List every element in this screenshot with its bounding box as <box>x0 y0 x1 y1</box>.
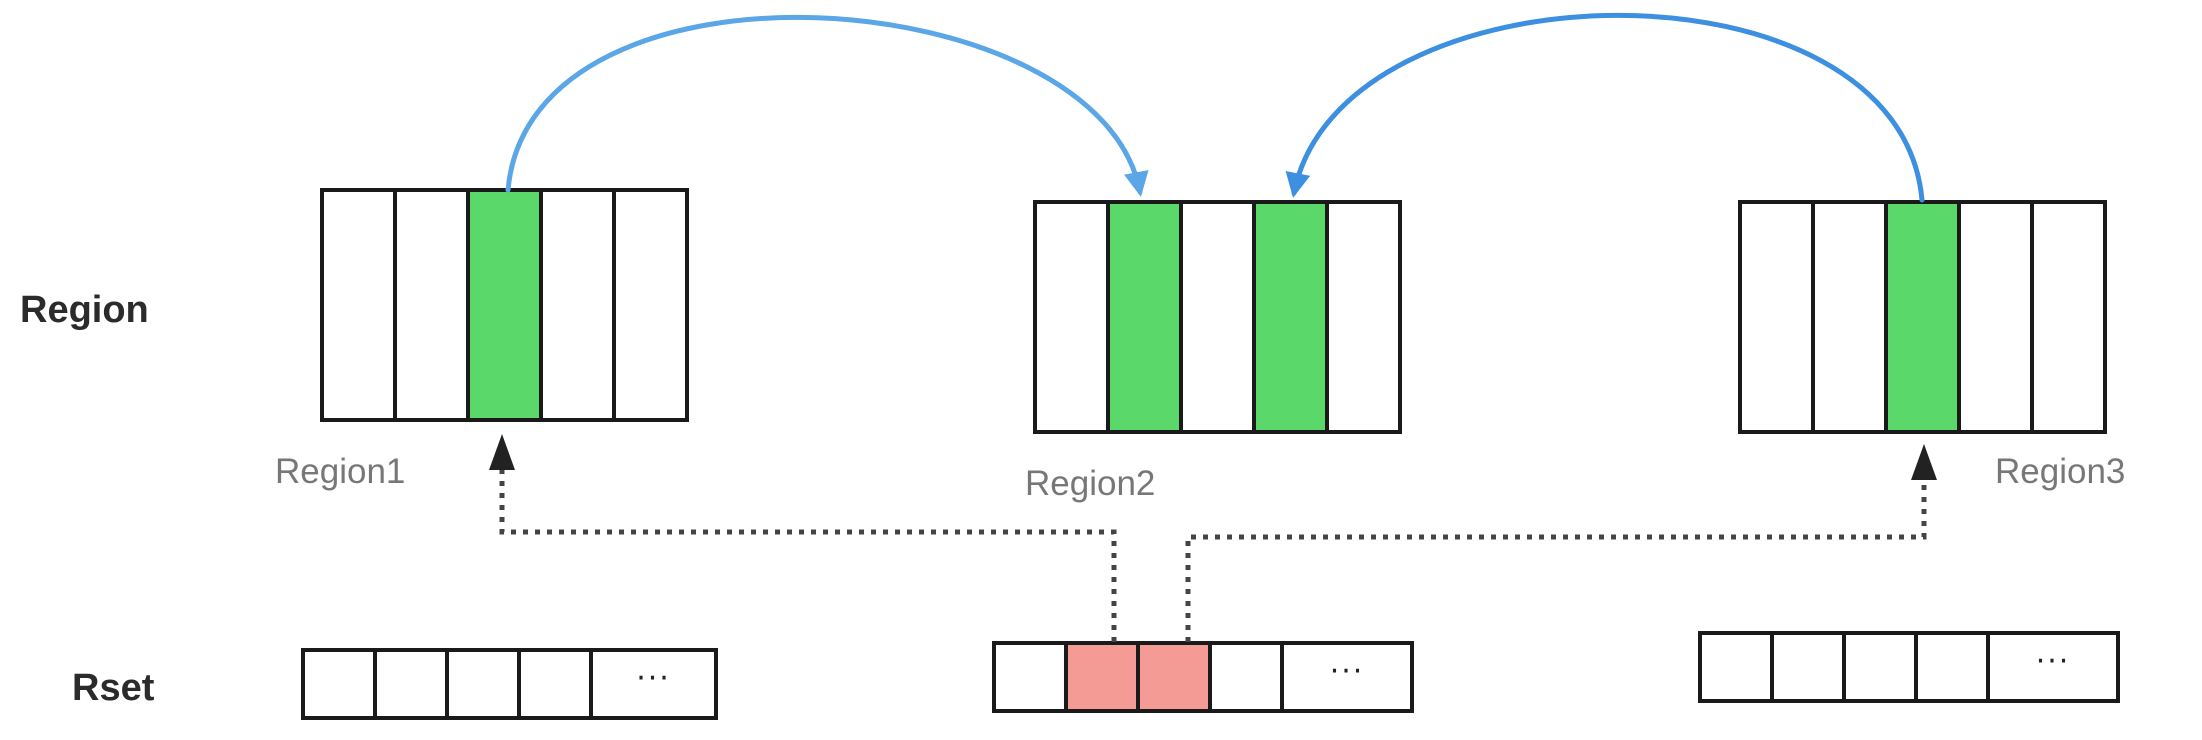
rset-3-cell-1 <box>1698 631 1774 703</box>
rset-pointer-to-region1 <box>499 468 1117 642</box>
region-2-cell-2-referenced <box>1106 200 1183 434</box>
region-1-cell-1 <box>320 188 397 422</box>
rset-1-overflow-cell <box>589 648 718 720</box>
rset-1-cell-1 <box>301 648 377 720</box>
rset-pointer-head-region1 <box>489 434 515 470</box>
rset-3-ellipsis: ··· <box>2036 644 2071 679</box>
reference-arrow-region1-to-region2 <box>505 14 1149 197</box>
rset-3-cell-3 <box>1842 631 1918 703</box>
region-2-cell-3 <box>1179 200 1256 434</box>
rset-pointer-to-region3 <box>1185 478 1927 642</box>
rset-2-cell-2-entry <box>1064 641 1140 713</box>
rset-3-block: ··· <box>1698 631 2120 703</box>
rset-2-overflow-cell <box>1280 641 1414 713</box>
region-2-block <box>1033 200 1402 434</box>
region-1-cell-2 <box>393 188 470 422</box>
rset-row-label: Rset <box>72 667 155 709</box>
rset-3-overflow-cell <box>1986 631 2120 703</box>
region-2-cell-4-referenced <box>1252 200 1329 434</box>
rset-2-cell-4 <box>1208 641 1284 713</box>
region-1-cell-4 <box>539 188 616 422</box>
rset-2-cell-1 <box>992 641 1068 713</box>
region-row-label: Region <box>20 289 149 331</box>
rset-2-ellipsis: ··· <box>1330 654 1365 689</box>
reference-arrow-region3-to-region2 <box>1285 13 1925 203</box>
region-1-block <box>320 188 689 422</box>
rset-1-block: ··· <box>301 648 718 720</box>
rset-2-cell-3-entry <box>1136 641 1212 713</box>
region-2-label: Region2 <box>1025 464 1155 503</box>
region-1-cell-3-referenced <box>466 188 543 422</box>
region-3-label: Region3 <box>1995 452 2125 491</box>
rset-1-cell-4 <box>517 648 593 720</box>
rset-1-cell-2 <box>373 648 449 720</box>
region-3-cell-2 <box>1811 200 1888 434</box>
region-2-cell-1 <box>1033 200 1110 434</box>
region-3-cell-1 <box>1738 200 1815 434</box>
rset-pointer-head-region3 <box>1911 444 1937 480</box>
region-1-label: Region1 <box>275 452 405 491</box>
region-3-cell-3-referenced <box>1884 200 1961 434</box>
rset-1-ellipsis: ··· <box>636 661 671 696</box>
region-2-cell-5 <box>1325 200 1402 434</box>
region-3-cell-5 <box>2030 200 2107 434</box>
region-1-cell-5 <box>612 188 689 422</box>
region-3-cell-4 <box>1957 200 2034 434</box>
rset-1-cell-3 <box>445 648 521 720</box>
rset-3-cell-2 <box>1770 631 1846 703</box>
rset-2-block: ··· <box>992 641 1414 713</box>
region-3-block <box>1738 200 2107 434</box>
rset-3-cell-4 <box>1914 631 1990 703</box>
